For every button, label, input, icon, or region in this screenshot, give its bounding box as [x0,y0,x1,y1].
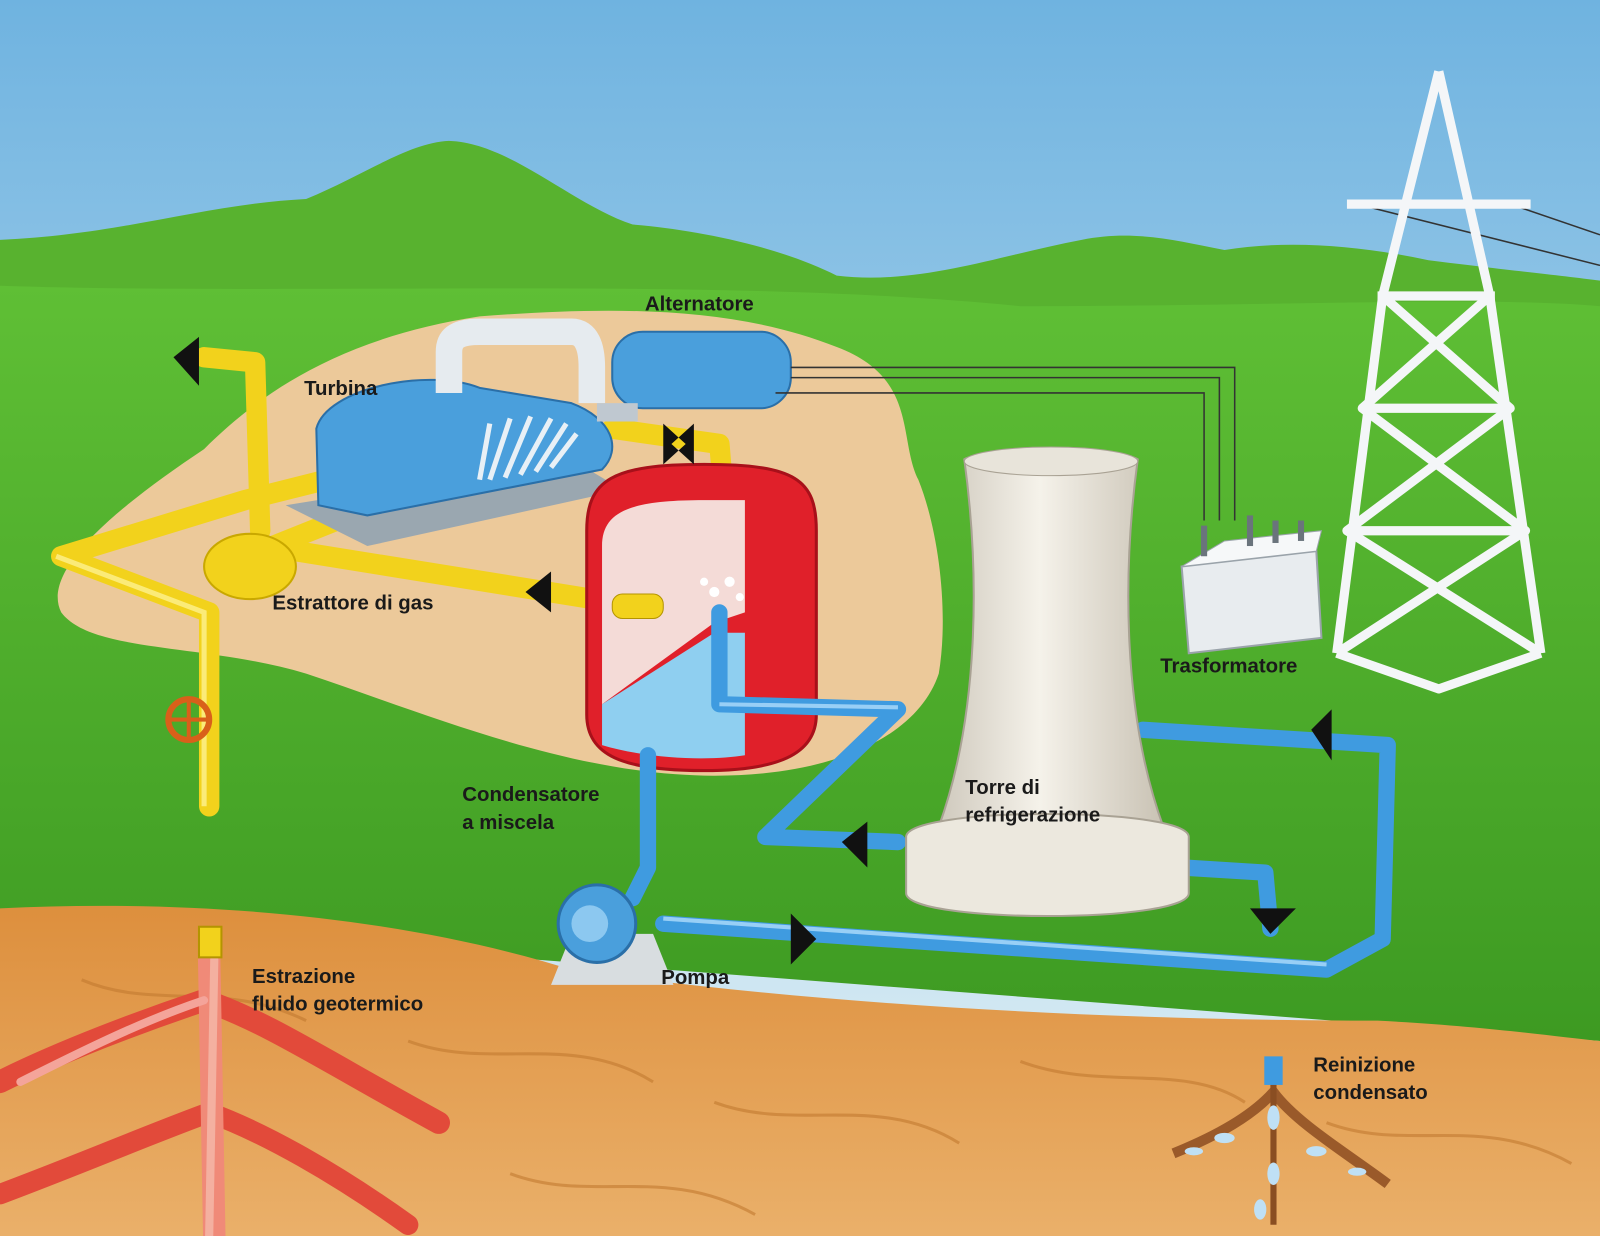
turbine-blades [477,415,579,481]
extraction-well-head [197,925,223,959]
label-estrazione-1: Estrazione [252,966,355,988]
arrow-icon [790,913,817,965]
geothermal-fluid-veins [0,948,450,1236]
arrow-icon [1311,709,1332,761]
label-estrazione-2: fluido geotermico [252,993,423,1015]
flow-arrows [173,336,1332,965]
label-pompa: Pompa [661,967,730,989]
cooling-tower [937,450,1165,828]
label-torre-2: refrigerazione [965,805,1100,827]
label-turbina: Turbina [304,378,378,400]
condenser-water [602,632,745,759]
label-reiniezione-2: condensato [1313,1082,1428,1104]
arrow-icon [1250,908,1296,934]
arrow-icon [525,571,552,613]
label-torre-1: Torre di [965,777,1039,799]
cooling-tower-base [905,813,1190,917]
arrow-icon [173,336,199,386]
transmission-pylon [1332,70,1546,694]
label-condensatore-1: Condensatore [462,784,599,806]
water-spray [700,576,744,602]
label-alternatore: Alternatore [645,293,754,315]
arrow-icon [663,423,694,465]
transformer [1180,515,1323,655]
alternator [611,330,792,410]
turbine [315,378,614,517]
arrow-icon [841,821,868,868]
steam-inlet-pipe [435,318,606,404]
gas-extractor [203,532,297,601]
label-reiniezione-1: Reinizione [1313,1055,1415,1077]
label-trasformatore: Trasformatore [1160,656,1297,678]
label-estrattore-di-gas: Estrattore di gas [272,592,433,614]
label-condensatore-2: a miscela [462,812,555,834]
reinjection-well [1171,1056,1391,1225]
